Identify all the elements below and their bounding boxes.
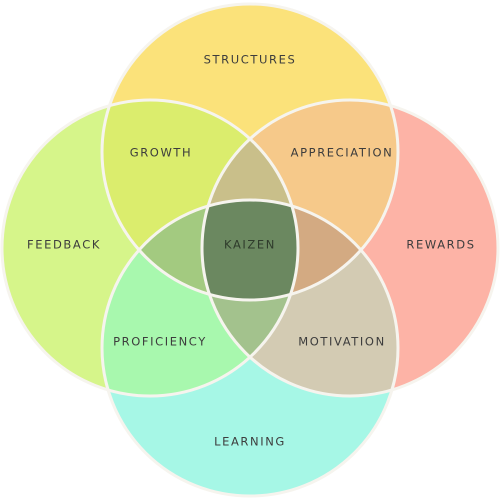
label-structures: STRUCTURES (204, 53, 297, 67)
label-rewards: REWARDS (406, 238, 475, 252)
label-motivation: MOTIVATION (298, 335, 386, 349)
overlap-bottom-lens (202, 200, 298, 396)
overlap-left-lens (102, 200, 298, 300)
overlap-top-lens (202, 100, 298, 300)
ring-learning (100, 198, 400, 498)
label-proficiency: PROFICIENCY (113, 335, 207, 349)
ring-feedback (0, 98, 300, 398)
label-learning: LEARNING (214, 435, 286, 449)
label-kaizen: KAIZEN (224, 238, 276, 252)
ring-structures (100, 2, 400, 302)
ring-rewards (200, 98, 500, 398)
overlap-right-lens (202, 200, 398, 300)
label-growth: GROWTH (130, 146, 193, 160)
label-appreciation: APPRECIATION (291, 146, 394, 160)
label-feedback: FEEDBACK (27, 238, 101, 252)
